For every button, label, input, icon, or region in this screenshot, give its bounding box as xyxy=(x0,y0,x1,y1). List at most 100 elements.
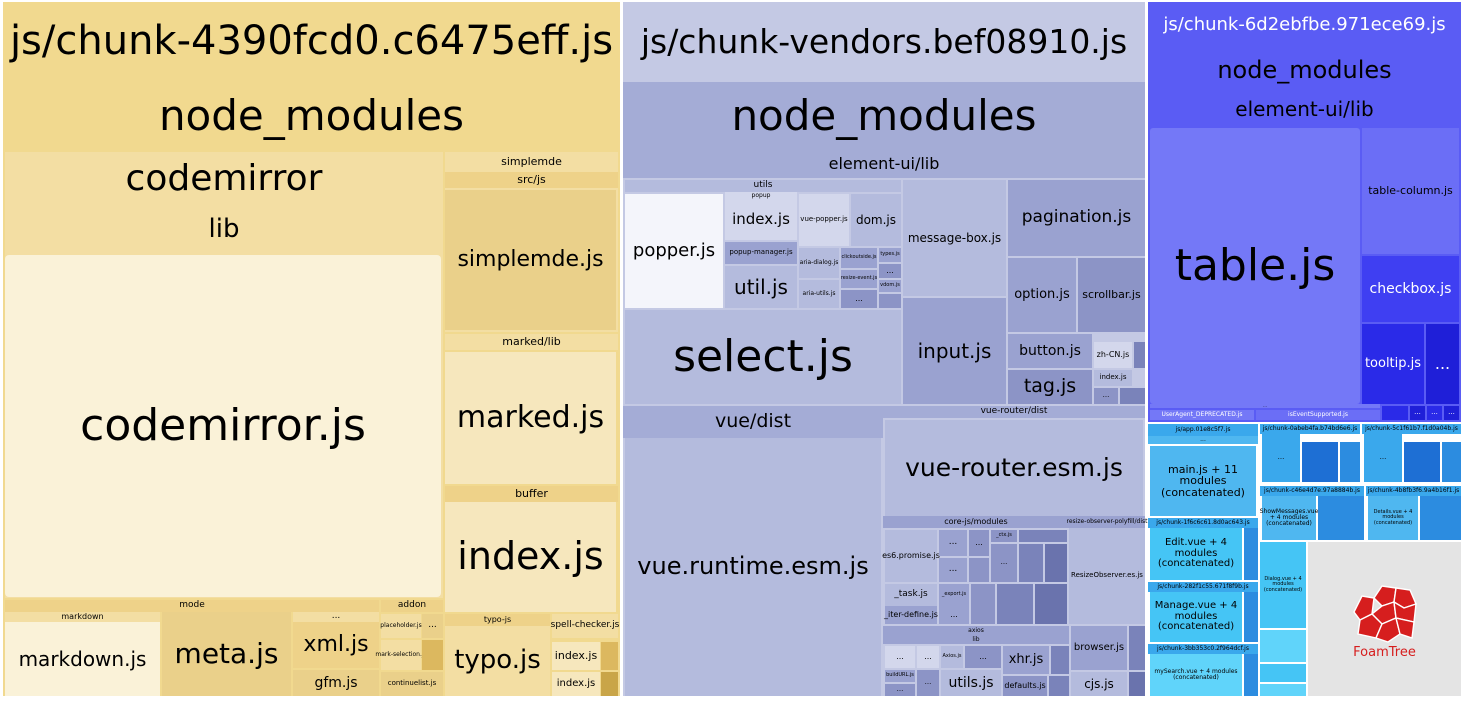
manage-small-1[interactable] xyxy=(1244,592,1258,642)
meta-js[interactable]: meta.js xyxy=(162,612,291,696)
element-small-3[interactable] xyxy=(1120,388,1145,404)
vue-router-esm-js[interactable]: vue-router.esm.js xyxy=(885,420,1143,516)
utils-small-1[interactable]: ... xyxy=(879,264,901,278)
chunk-b-block-3[interactable] xyxy=(1442,442,1461,482)
select-js[interactable]: select.js xyxy=(625,310,901,404)
edit-vue-concatenated[interactable]: Edit.vue + 4 modules (concatenated) xyxy=(1150,528,1242,580)
clickoutside-js[interactable]: clickoutside.js xyxy=(841,248,877,268)
utils-small-2[interactable]: ... xyxy=(841,290,877,308)
axios-block-2[interactable]: ... xyxy=(917,646,939,668)
utils-index-js[interactable]: index.js xyxy=(725,200,797,240)
resize-observer-es-js[interactable]: ResizeObserver.es.js xyxy=(1069,528,1145,624)
pagination-js[interactable]: pagination.js xyxy=(1008,180,1145,256)
option-js[interactable]: option.js xyxy=(1008,258,1076,332)
blue-small-4[interactable]: ... xyxy=(1444,406,1459,420)
codemirror-js[interactable]: codemirror.js xyxy=(5,255,441,597)
export-js[interactable]: _export.js xyxy=(939,584,969,606)
message-box-js[interactable]: message-box.js xyxy=(903,180,1006,296)
blue-small-1[interactable] xyxy=(1382,406,1408,420)
element-small-2[interactable]: ... xyxy=(1094,388,1118,404)
axios-block-6[interactable] xyxy=(1051,646,1069,674)
axios-block-1[interactable]: ... xyxy=(885,646,915,668)
browser-small-1[interactable] xyxy=(1129,626,1145,670)
chunk-a-block-2[interactable] xyxy=(1302,442,1338,482)
core-block-5[interactable] xyxy=(969,558,989,582)
showmessages-vue-concatenated[interactable]: ShowMessages.vue + 4 modules (concatenat… xyxy=(1260,496,1318,540)
checkbox-js[interactable]: checkbox.js xyxy=(1362,256,1459,322)
axios-block-7[interactable] xyxy=(1049,676,1069,696)
core-block-8[interactable] xyxy=(1045,544,1067,582)
tooltip-ellipsis[interactable]: ... xyxy=(1426,324,1459,404)
element-index-js-2[interactable]: index.js xyxy=(1094,370,1132,386)
spell-checker-js[interactable]: spell-checker.js xyxy=(551,614,619,638)
dialog-vue-concatenated[interactable]: Dialog.vue + 4 modules (concatenated) xyxy=(1260,542,1306,628)
addon-ellipsis[interactable]: ... xyxy=(422,614,443,638)
continuelist-js[interactable]: continuelist.js xyxy=(381,672,443,696)
useragent-js[interactable]: UserAgent_DEPRECATED.js xyxy=(1150,410,1254,420)
cyan-small-2[interactable] xyxy=(1260,664,1306,682)
cyan-small-3[interactable] xyxy=(1260,684,1306,696)
core-block-7[interactable] xyxy=(1019,544,1043,582)
edit-small-1[interactable] xyxy=(1244,528,1258,580)
aria-utils-js[interactable]: aria-utils.js xyxy=(799,280,839,308)
core-block-1[interactable]: ... xyxy=(939,530,967,556)
simplemde-js[interactable]: simplemde.js xyxy=(445,190,616,330)
placeholder-js[interactable]: placeholder.js xyxy=(380,614,422,638)
zh-cn-js[interactable]: zh-CN.js xyxy=(1094,342,1132,368)
axios-js[interactable]: Axios.js xyxy=(941,646,963,668)
core-block-11[interactable] xyxy=(997,584,1033,624)
chunk-c-block-2[interactable] xyxy=(1318,496,1364,540)
util-js[interactable]: util.js xyxy=(725,266,797,308)
blue-small-2[interactable]: ... xyxy=(1410,406,1425,420)
spell-index-js-2[interactable]: index.js xyxy=(552,672,600,696)
core-block-3[interactable] xyxy=(1019,530,1067,542)
aria-dialog-js[interactable]: aria-dialog.js xyxy=(799,248,839,278)
blue-strip-ellipsis[interactable]: ... xyxy=(1150,403,1380,408)
cjs-js[interactable]: cjs.js xyxy=(1071,672,1127,696)
dom-js[interactable]: dom.js xyxy=(851,194,901,246)
chunk-d-block-2[interactable] xyxy=(1420,496,1461,540)
chunk-a-block[interactable]: ... xyxy=(1262,434,1300,482)
iter-define-js[interactable]: _iter-define.js xyxy=(884,606,938,624)
cjs-small-1[interactable] xyxy=(1129,672,1145,696)
scrollbar-js[interactable]: scrollbar.js xyxy=(1078,258,1145,332)
vue-runtime-esm-js[interactable]: vue.runtime.esm.js xyxy=(625,438,881,696)
vdom-js[interactable]: vdom.js xyxy=(879,280,901,292)
axios-utils-js[interactable]: utils.js xyxy=(941,670,1001,696)
manage-vue-concatenated[interactable]: Manage.vue + 4 modules (concatenated) xyxy=(1150,592,1242,642)
types-js[interactable]: types.js xyxy=(879,248,901,262)
chunk-b-block-2[interactable] xyxy=(1404,442,1440,482)
defaults-js[interactable]: defaults.js xyxy=(1003,676,1047,696)
ctx-js[interactable]: _ctx.js xyxy=(991,530,1017,542)
core-block-4[interactable]: ... xyxy=(939,558,967,582)
mysearch-small-1[interactable] xyxy=(1244,654,1258,696)
treemap[interactable]: js/chunk-4390fcd0.c6475eff.js node_modul… xyxy=(3,2,1463,704)
app-ellipsis[interactable]: ... xyxy=(1148,436,1258,444)
axios-block-4[interactable]: ... xyxy=(917,670,939,696)
es6-promise-js[interactable]: es6.promise.js xyxy=(882,530,940,582)
table-js[interactable]: table.js xyxy=(1150,128,1360,404)
details-vue-concatenated[interactable]: Details.vue + 4 modules (concatenated) xyxy=(1368,496,1418,540)
axios-block-5[interactable]: ... xyxy=(965,646,1001,668)
blue-small-3[interactable]: ... xyxy=(1427,406,1442,420)
core-block-2[interactable]: ... xyxy=(969,530,989,556)
table-column-js[interactable]: table-column.js xyxy=(1362,128,1459,254)
markdown-js[interactable]: markdown.js xyxy=(5,622,160,696)
chunk-a-block-3[interactable] xyxy=(1340,442,1360,482)
xml-js[interactable]: xml.js xyxy=(293,622,379,668)
axios-block-3[interactable]: ... xyxy=(885,684,915,696)
tag-js[interactable]: tag.js xyxy=(1008,370,1092,404)
button-js[interactable]: button.js xyxy=(1008,334,1092,368)
browser-js[interactable]: browser.js xyxy=(1071,626,1127,670)
buffer-index-js[interactable]: index.js xyxy=(445,502,616,612)
xml-ellipsis[interactable]: ... xyxy=(293,612,379,622)
input-js[interactable]: input.js xyxy=(903,298,1006,404)
core-block-9[interactable]: ... xyxy=(939,606,969,624)
spell-small-2[interactable] xyxy=(601,672,618,696)
spell-small-1[interactable] xyxy=(601,642,618,670)
vue-popper-js[interactable]: vue-popper.js xyxy=(799,194,849,246)
spell-index-js[interactable]: index.js xyxy=(552,642,600,670)
popper-js[interactable]: popper.js xyxy=(625,194,723,308)
marked-js[interactable]: marked.js xyxy=(445,352,616,484)
core-block-12[interactable] xyxy=(1035,584,1067,624)
